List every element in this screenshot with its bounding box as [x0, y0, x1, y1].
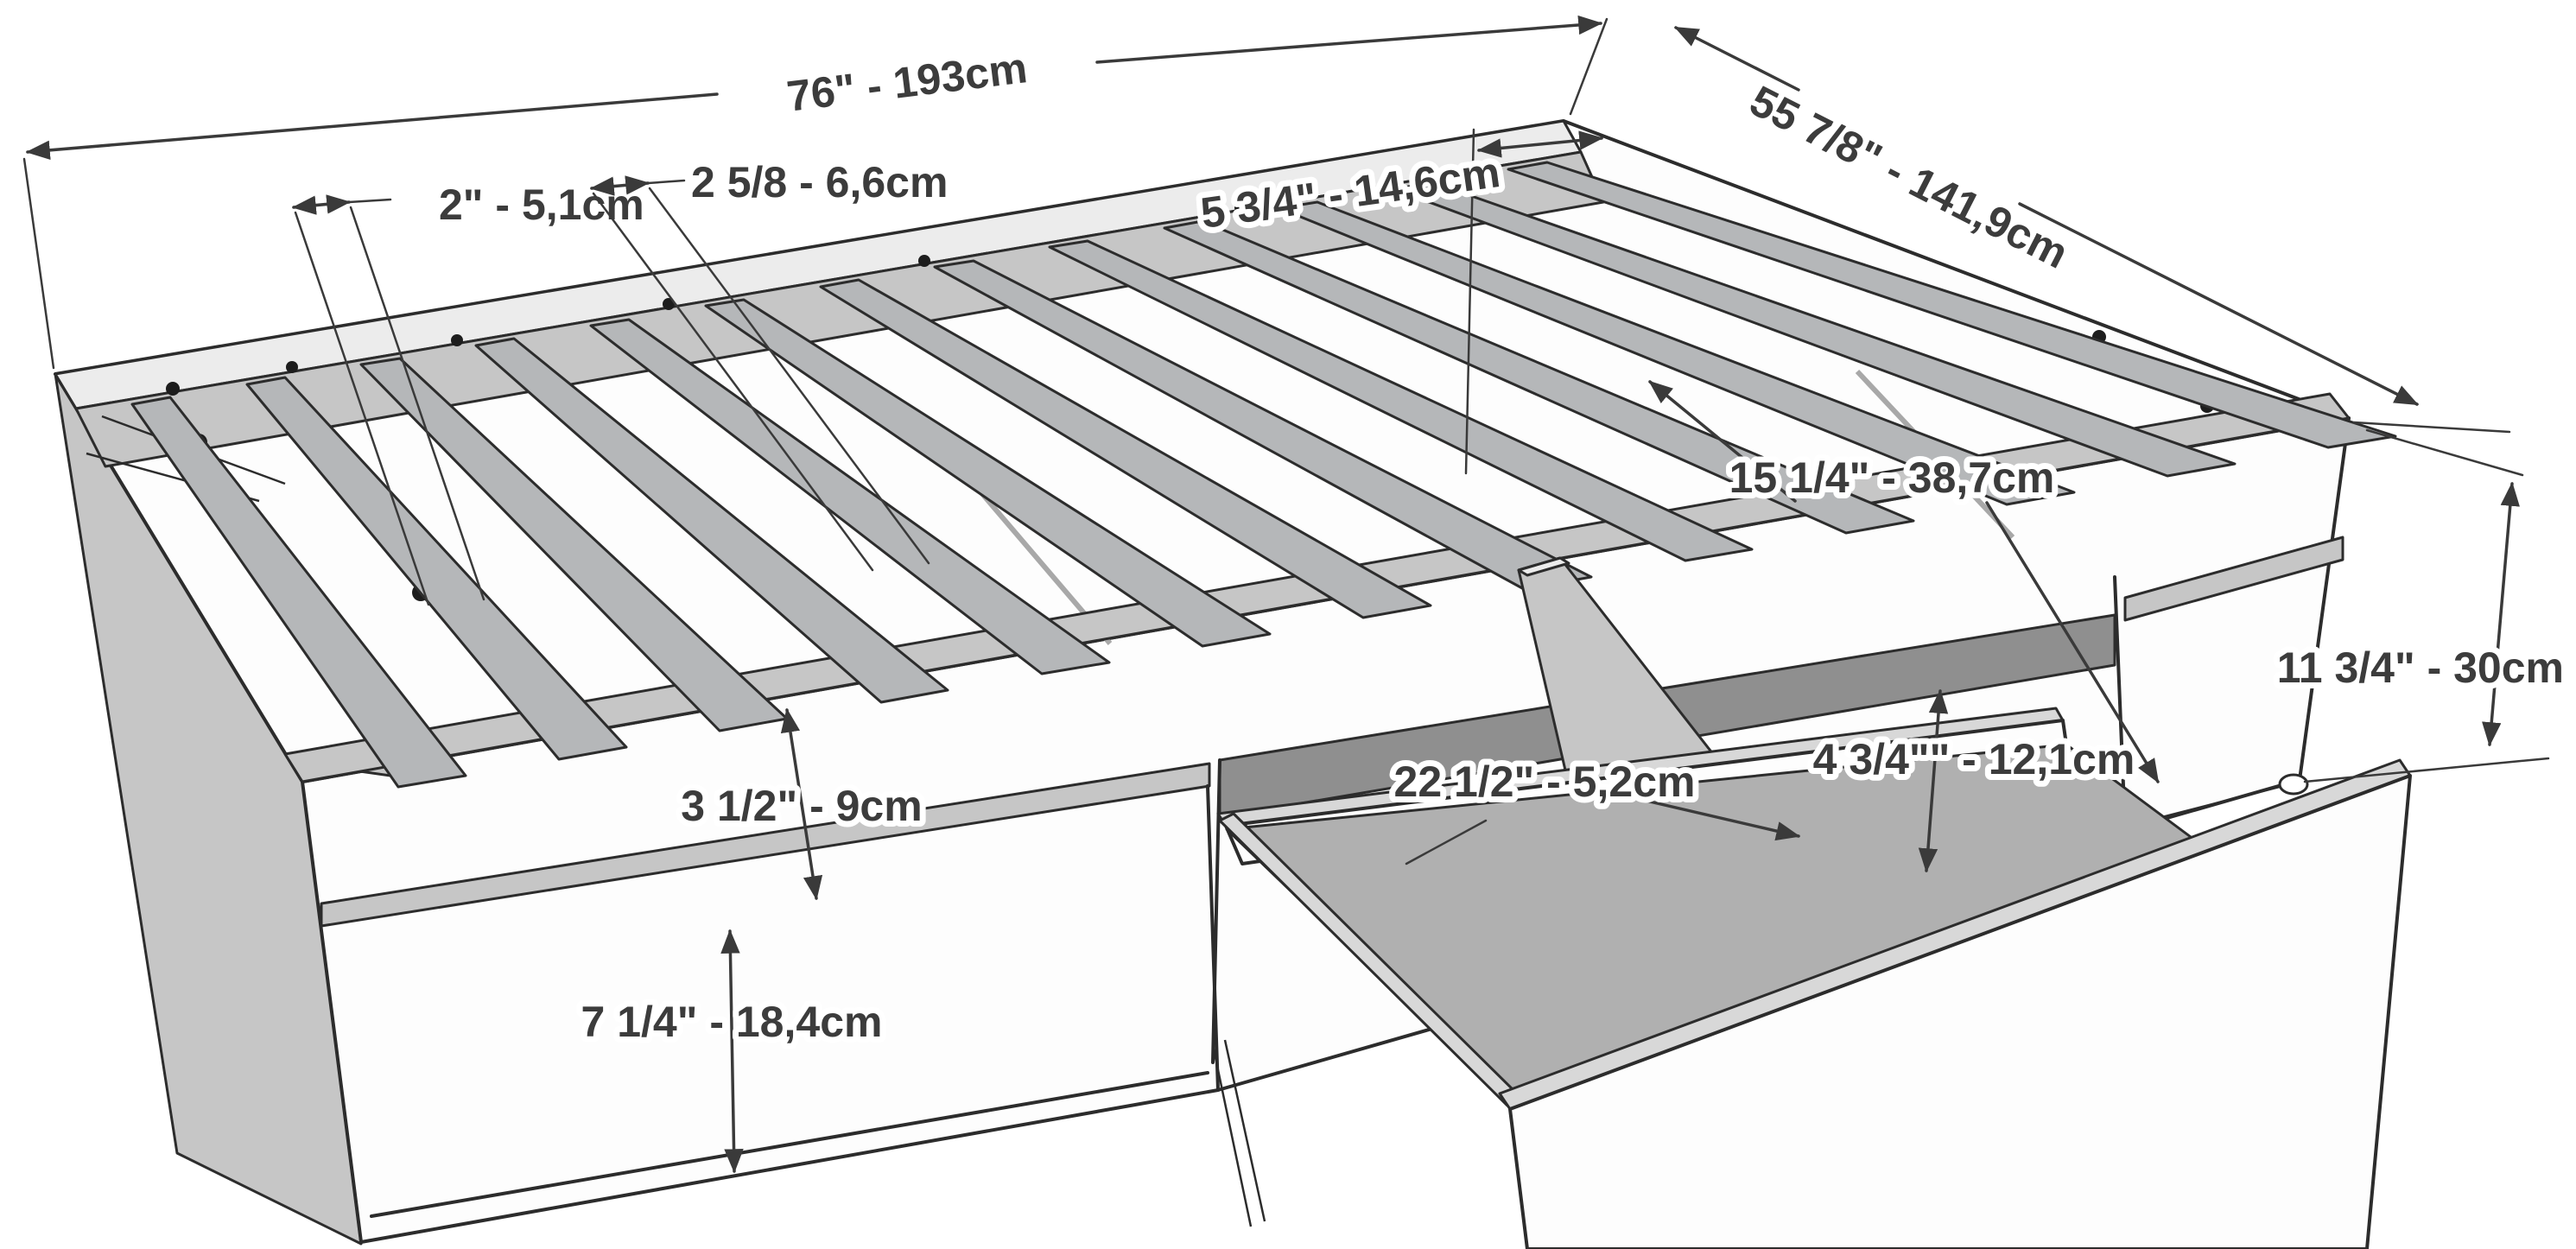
- closed-drawer-front-bottom-edge: [370, 1071, 1209, 1218]
- slat: [933, 259, 1593, 591]
- dim-label-frame-height: 11 3/4" - 30cm: [2277, 644, 2564, 692]
- dim-drawer-depth: 4 3/4"" - 12,1cm: [1807, 688, 2141, 873]
- slat: [1048, 239, 1754, 562]
- dim-label-drawer-length: 22 1/2" - 5,2cm: [1394, 758, 1696, 806]
- dim-label-drawer-opening: 15 1/4" - 38,7cm: [1729, 453, 2055, 502]
- slat: [245, 376, 628, 761]
- dim-label-overall-length: 76" - 193cm: [784, 43, 1030, 121]
- dim-label-drawer-depth: 4 3/4"" - 12,1cm: [1813, 735, 2135, 783]
- opening-left-jamb: [1211, 758, 1221, 1064]
- slat: [704, 298, 1272, 648]
- dim-drawer-front-height: 7 1/4" - 18,4cm: [575, 929, 888, 1174]
- dim-drawer-length: 22 1/2" - 5,2cm: [1388, 751, 1801, 865]
- foot-glide: [2278, 773, 2309, 796]
- drawer-slide-rail-2: [1223, 1039, 1266, 1222]
- closed-drawer-front-right-edge: [1206, 784, 1220, 1092]
- dim-drawer-opening: 15 1/4" - 38,7cm: [1648, 380, 2160, 783]
- slat: [474, 337, 949, 704]
- slat: [1507, 161, 2397, 449]
- slat: [1278, 200, 2076, 506]
- slats: [130, 161, 2397, 789]
- dim-frame-height: 11 3/4" - 30cm: [2271, 428, 2570, 783]
- center-divider-top-edge: [1517, 556, 1570, 577]
- dim-rail-gap: 3 1/2" - 9cm: [675, 707, 929, 901]
- right-bay-rail-strip: [2123, 536, 2344, 622]
- drawer-slide-rail: [1211, 1044, 1253, 1227]
- dim-label-drawer-front-height: 7 1/4" - 18,4cm: [581, 998, 883, 1046]
- pullout-drawer: [1211, 707, 2412, 1249]
- dim-label-slat-gap: 2 5/8 - 6,6cm: [691, 158, 948, 206]
- dim-label-rail-gap: 3 1/2" - 9cm: [681, 782, 922, 830]
- slat: [1163, 219, 1915, 535]
- slat: [1393, 181, 2237, 478]
- drawer-front-outer-face: [1508, 774, 2412, 1249]
- slat: [589, 318, 1111, 675]
- dim-slat-gap: 2 5/8 - 6,6cm: [589, 152, 954, 572]
- slat: [130, 396, 467, 789]
- slat: [819, 278, 1432, 619]
